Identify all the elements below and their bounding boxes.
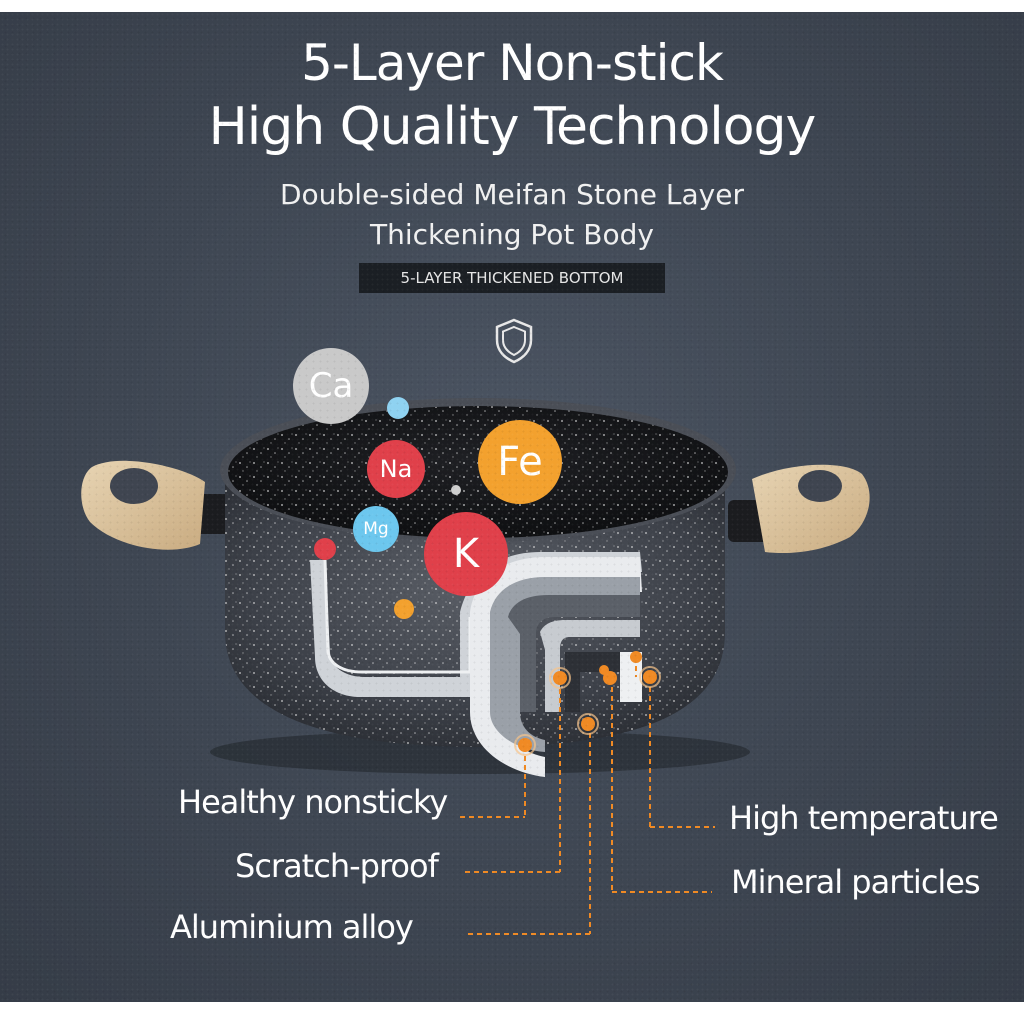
mineral-na-label: Na	[379, 455, 413, 483]
mineral-mg-bubble: Mg	[353, 506, 399, 552]
pot-illustration	[81, 397, 870, 935]
mineral-fe-label: Fe	[497, 439, 543, 485]
mineral-ca-label: Ca	[308, 366, 354, 406]
mineral-k-label: K	[452, 531, 480, 577]
layer-label-high-temperature: High temperature	[729, 799, 999, 837]
layer-label-healthy-nonsticky: Healthy nonsticky	[178, 783, 448, 821]
mineral-fe-bubble: Fe	[478, 420, 562, 504]
mineral-mg-label: Mg	[363, 519, 389, 539]
left-handle	[81, 460, 230, 550]
layer-label-mineral-particles: Mineral particles	[731, 863, 981, 901]
layer-label-aluminium-alloy: Aluminium alloy	[170, 908, 414, 946]
title-line-1: 5-Layer Non-stick	[301, 34, 724, 92]
subtitle-line-2: Thickening Pot Body	[370, 218, 654, 251]
mineral-na-bubble: Na	[367, 440, 425, 498]
shield-icon	[495, 318, 533, 364]
mineral-k-bubble: K	[424, 512, 508, 596]
product-banner: 5-Layer Non-stick High Quality Technolog…	[0, 12, 1024, 1002]
mineral-ca-bubble: Ca	[293, 348, 369, 424]
title-line-2: High Quality Technology	[208, 97, 817, 157]
layer-label-scratch-proof: Scratch-proof	[235, 847, 439, 885]
subtitle-line-1: Double-sided Meifan Stone Layer	[279, 178, 744, 211]
bottom-layer-badge: 5-LAYER THICKENED BOTTOM	[359, 263, 665, 293]
right-handle	[728, 464, 870, 554]
